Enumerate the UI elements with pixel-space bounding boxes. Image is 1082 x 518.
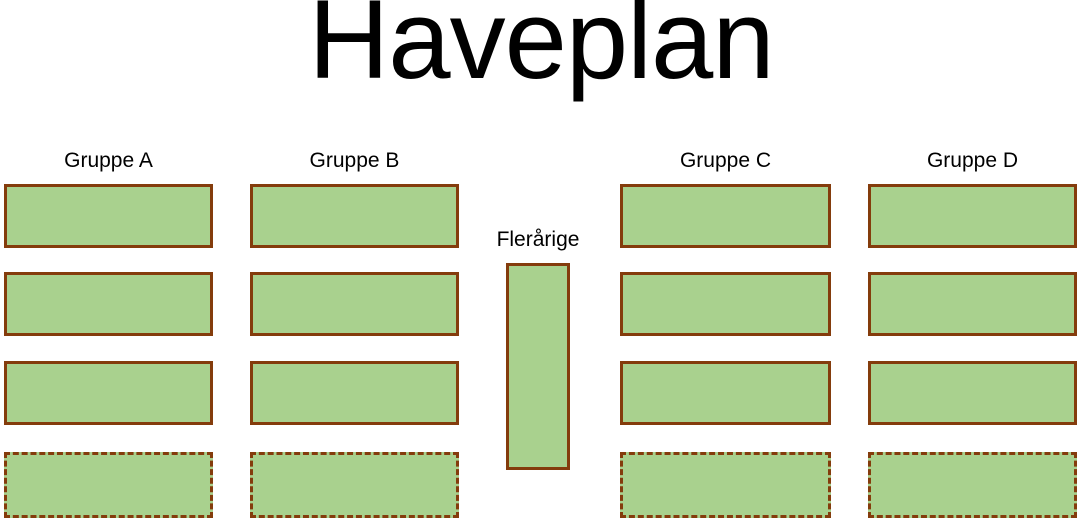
bed-b-2[interactable] — [250, 272, 459, 336]
bed-d-4[interactable] — [868, 452, 1077, 518]
bed-d-2[interactable] — [868, 272, 1077, 336]
bed-a-3[interactable] — [4, 361, 213, 425]
group-label-gruppe-d: Gruppe D — [926, 149, 1019, 172]
bed-c-1[interactable] — [620, 184, 831, 248]
group-label-gruppe-a: Gruppe A — [64, 149, 153, 172]
bed-d-1[interactable] — [868, 184, 1077, 248]
group-label-gruppe-b: Gruppe B — [309, 149, 400, 172]
bed-b-1[interactable] — [250, 184, 459, 248]
group-label-gruppe-c: Gruppe C — [679, 149, 772, 172]
bed-c-3[interactable] — [620, 361, 831, 425]
perennial-label: Flerårige — [496, 228, 580, 251]
bed-perennial[interactable] — [506, 263, 570, 470]
page-title: Haveplan — [308, 0, 774, 102]
bed-c-2[interactable] — [620, 272, 831, 336]
bed-b-3[interactable] — [250, 361, 459, 425]
bed-a-2[interactable] — [4, 272, 213, 336]
bed-a-1[interactable] — [4, 184, 213, 248]
bed-c-4[interactable] — [620, 452, 831, 518]
bed-b-4[interactable] — [250, 452, 459, 518]
bed-a-4[interactable] — [4, 452, 213, 518]
bed-d-3[interactable] — [868, 361, 1077, 425]
